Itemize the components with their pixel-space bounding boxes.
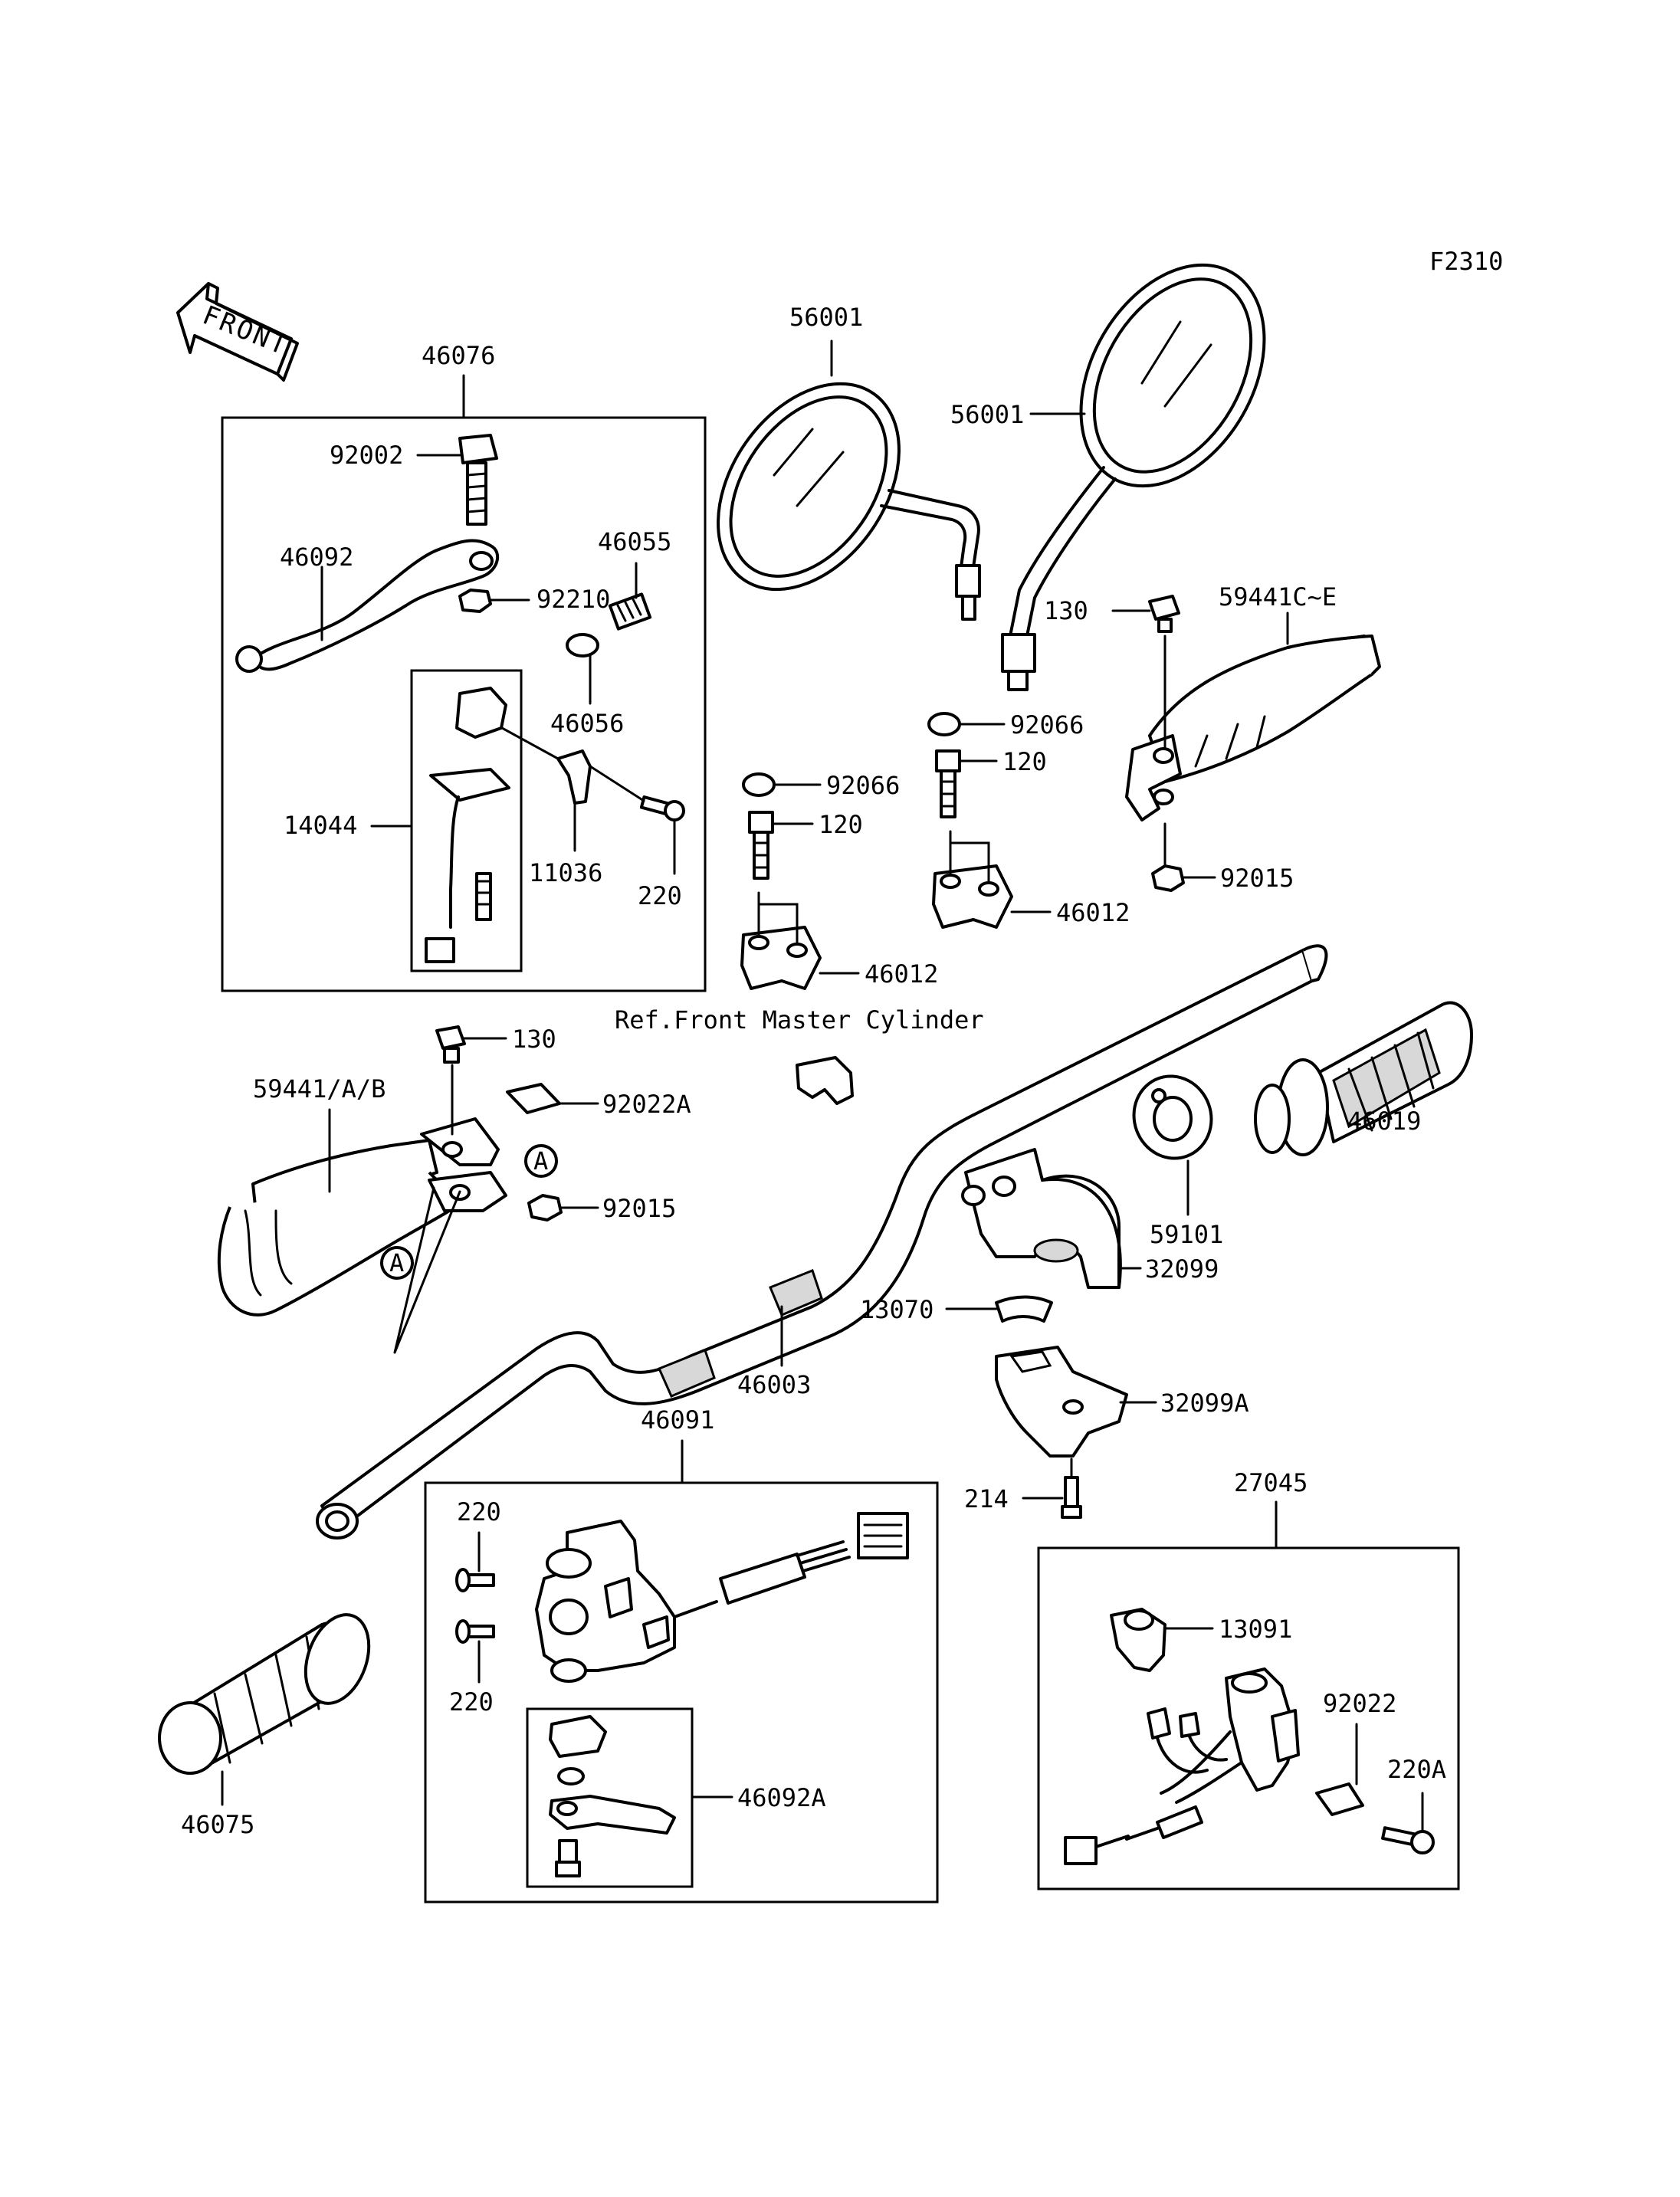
part-59441c-e: 59441C~E [1219,582,1337,612]
reference-note: Ref.Front Master Cylinder [615,1005,984,1035]
callout-a-lower-label: A [389,1248,404,1277]
right-switch-frame [1037,1546,1460,1890]
part-130-left: 130 [512,1025,556,1054]
locknut-icon [566,633,599,657]
part-130-right: 130 [1044,596,1088,625]
callout-a-upper-label: A [533,1146,548,1176]
throttle-housing-upper-icon [961,1148,1122,1289]
switch-lever-icon [549,1715,676,1877]
callout-a-upper [524,1144,558,1178]
part-120-left: 120 [819,810,863,839]
handlebar-icon [316,944,1328,1540]
part-220-lever: 220 [638,881,682,910]
kill-switch-icon [1064,1667,1300,1865]
lever-bracket-frame [410,669,523,972]
part-46056: 46056 [550,709,624,738]
part-92015-left: 92015 [602,1194,676,1223]
lever-bracket-icon [425,687,510,963]
part-46092: 46092 [280,543,353,572]
part-13091: 13091 [1219,1615,1292,1644]
part-46076: 46076 [422,341,495,370]
nut-92015-right-icon [1151,864,1185,892]
part-92015-right: 92015 [1220,864,1294,893]
part-46019: 46019 [1347,1107,1421,1136]
part-46012-left: 46012 [865,959,938,989]
part-120-right: 120 [1002,747,1047,776]
part-46091: 46091 [641,1405,714,1435]
screw-220-lower-icon [455,1619,495,1644]
part-32099: 32099 [1145,1254,1219,1284]
bolt-120-right-icon [935,749,961,818]
screw-220-upper-icon [455,1568,495,1592]
part-27045: 27045 [1234,1468,1308,1497]
part-11036: 11036 [529,858,602,887]
bolt-130-right-icon [1148,595,1180,633]
figure-code: F2310 [1429,247,1503,276]
part-59101: 59101 [1150,1220,1223,1249]
part-46055: 46055 [598,527,671,556]
lever-assembly-group: 46076 92002 46092 92210 46055 46056 [221,341,707,992]
bolt-130-left-icon [435,1025,466,1064]
handguard-left-icon [217,1117,507,1317]
clip-92022-icon [1315,1782,1364,1816]
mirror-left-icon [717,382,981,621]
nut-icon [458,589,492,613]
part-13070: 13070 [860,1295,934,1324]
switch-housing-13091-icon [1110,1608,1166,1672]
collar-13070-icon [995,1295,1053,1323]
handlebar-switch-icon [535,1512,909,1683]
part-92022: 92022 [1323,1689,1396,1718]
clamp-icon [556,749,592,805]
part-220a: 220A [1387,1755,1446,1784]
right-switch-group: 27045 13091 92022 220A [1037,1468,1460,1890]
throttle-housing-lower-icon [995,1346,1128,1458]
throttle-pulley-icon [1132,1074,1213,1160]
washer-92066-left-icon [742,772,776,797]
handguard-right-icon [1125,635,1381,821]
cable-adjuster-icon [608,592,652,631]
clip-92022a-icon [506,1083,561,1114]
part-14044: 14044 [284,811,357,840]
part-46075: 46075 [181,1810,254,1839]
part-92066-left: 92066 [826,771,900,800]
part-59441-a-b: 59441/A/B [253,1074,386,1103]
part-46003: 46003 [737,1370,811,1399]
clamp-46012-left-icon [740,891,822,990]
screw-214-icon [1061,1476,1082,1519]
clutch-lever-icon [251,539,499,671]
part-92066-right: 92066 [1010,710,1084,739]
throttle-grip-icon [1254,1001,1473,1156]
part-92210: 92210 [536,585,610,614]
master-cylinder-clamp-icon [796,1056,854,1105]
left-grip-icon [158,1613,371,1775]
screw-icon [639,795,685,821]
part-56001-left: 56001 [789,303,863,332]
washer-92066-right-icon [927,712,961,736]
bolt-120-left-icon [748,811,774,880]
screw-220a-icon [1381,1826,1435,1854]
part-214: 214 [964,1484,1009,1513]
nut-92015-left-icon [527,1194,563,1221]
part-92002: 92002 [330,441,403,470]
clamp-46012-right-icon [932,830,1013,929]
front-arrow-icon: FRONT [176,282,299,382]
part-32099a: 32099A [1160,1389,1249,1418]
part-220-switch-upper: 220 [457,1497,501,1526]
left-switch-group: 46091 220 220 46092 [424,1405,939,1904]
part-46092a: 46092A [737,1783,826,1812]
adjuster-bolt-icon [458,434,498,526]
part-46012-right: 46012 [1056,898,1130,927]
part-220-switch-lower: 220 [449,1687,494,1717]
mirror-right-icon [1001,263,1266,691]
part-92022a: 92022A [602,1090,691,1119]
callout-a-lower [380,1246,414,1280]
part-56001-right: 56001 [950,400,1024,429]
